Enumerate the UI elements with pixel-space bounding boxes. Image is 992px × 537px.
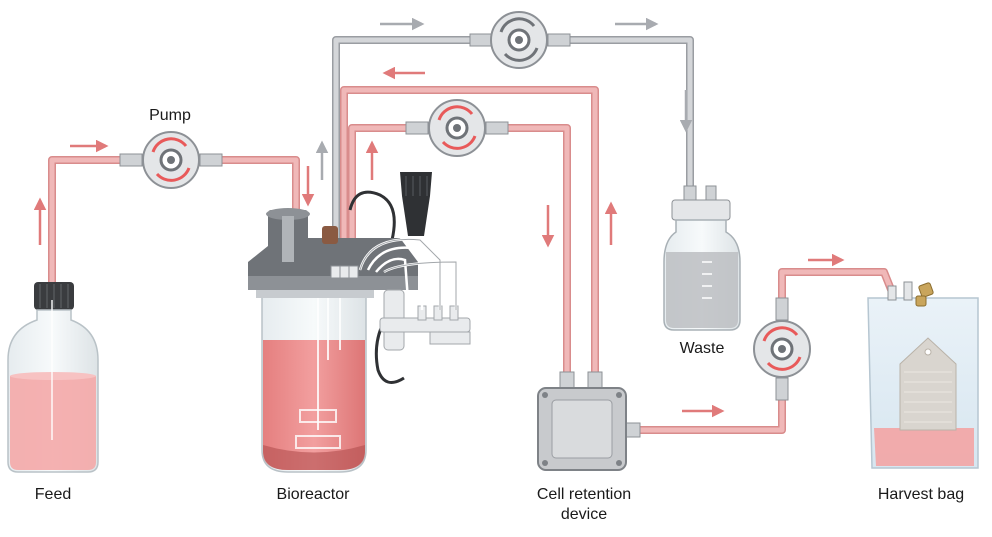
- pump-label: Pump: [149, 107, 191, 124]
- cell-retention-label-line1: Cell retention: [536, 486, 632, 503]
- harvest-bag-label: Harvest bag: [877, 486, 965, 503]
- pump-feed: [119, 131, 223, 189]
- waste-label: Waste: [679, 340, 725, 357]
- waste-tube: [333, 37, 693, 271]
- return-tube: [341, 87, 598, 375]
- pump-waste: [469, 11, 571, 69]
- bioreactor-vessel-icon: [248, 172, 471, 473]
- feed-tube: [49, 157, 299, 291]
- cell-retention-device-icon: [537, 371, 641, 471]
- flow-arrows: [33, 17, 845, 418]
- pump-harvest: [753, 297, 811, 401]
- pump-recirculation: [405, 99, 509, 157]
- cell-retention-device-label: Cell retention device: [514, 485, 654, 525]
- feed-bottle-icon: [7, 282, 99, 473]
- tubing-layer: [48, 36, 896, 434]
- recirc-tube: [349, 125, 570, 375]
- cell-retention-label-line2: device: [560, 506, 608, 523]
- bioreactor-label: Bioreactor: [276, 486, 350, 503]
- waste-bottle-icon: [663, 185, 741, 331]
- harvest-bag-icon: [867, 281, 979, 469]
- feed-label: Feed: [34, 486, 72, 503]
- harvest-tube: [637, 269, 895, 433]
